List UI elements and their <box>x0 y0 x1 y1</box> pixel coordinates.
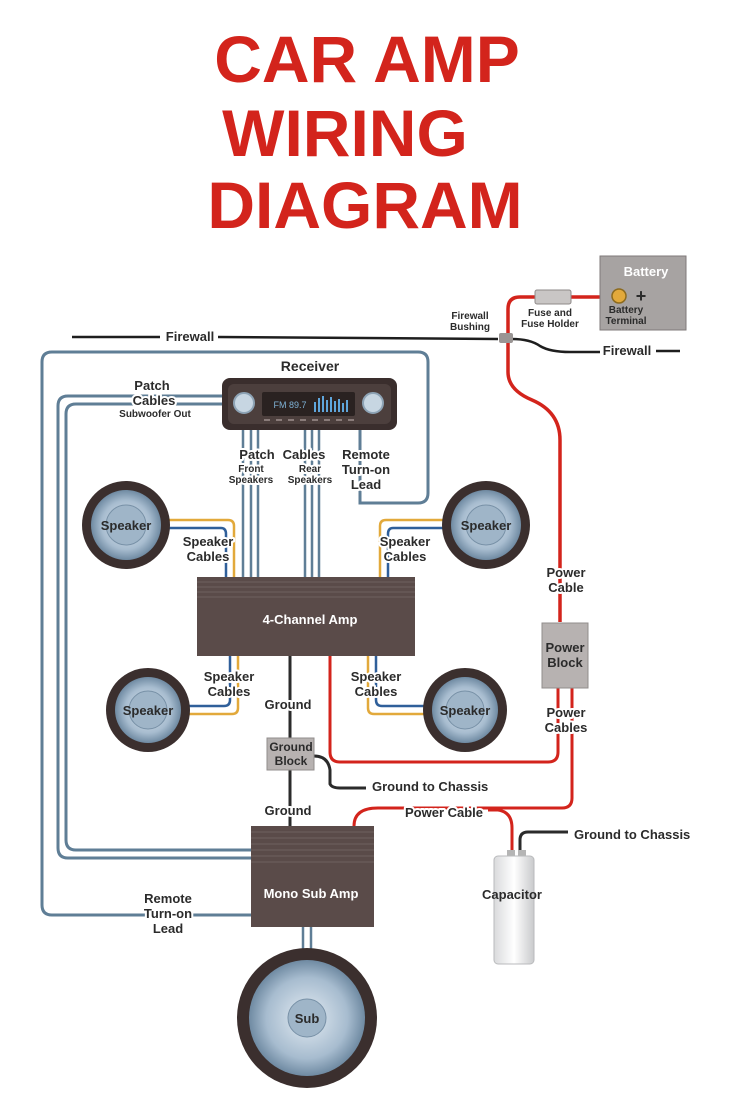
speaker-cables-tl-label-1: Speaker <box>183 534 234 549</box>
title-line-3: DIAGRAM <box>207 168 522 242</box>
remote-turn-on-lead-wire <box>40 350 430 917</box>
four-channel-amp-label: 4-Channel Amp <box>263 612 358 627</box>
sub-speaker-wires <box>301 927 313 950</box>
rear-speakers-label-1: Rear <box>299 464 321 475</box>
battery-terminal-icon <box>611 288 627 304</box>
speaker-label: Speaker <box>123 703 174 718</box>
ground-block-label-2: Block <box>275 754 308 768</box>
capacitor-ground-wire <box>518 830 568 855</box>
patch-cables-top-label-1: Patch <box>134 378 169 393</box>
fuse-label-1: Fuse and <box>528 308 572 319</box>
title-line-1: CAR AMP <box>214 22 520 96</box>
speaker-cables-bl-label-2: Cables <box>208 684 251 699</box>
speaker-cables-top-left <box>168 518 236 578</box>
fuse-holder: Fuse and Fuse Holder <box>521 289 579 330</box>
patch-cables-top-label-3: Subwoofer Out <box>119 409 191 420</box>
speaker-cables-bottom-right <box>366 656 428 716</box>
four-channel-amp: 4-Channel Amp <box>197 577 415 656</box>
ground-block-label-1: Ground <box>269 740 312 754</box>
capacitor-label: Capacitor <box>482 887 542 902</box>
ground-label-top: Ground <box>265 697 312 712</box>
battery: Battery + Battery Terminal <box>599 255 687 331</box>
power-block-label-1: Power <box>545 640 584 655</box>
power-cables-label-1: Power <box>546 705 585 720</box>
firewall-line <box>72 335 680 354</box>
power-block: Power Block <box>541 622 589 689</box>
firewall-label-right: Firewall <box>603 343 651 358</box>
firewall-bushing-label-2: Bushing <box>450 322 490 333</box>
remote-lead-top-label-1: Remote <box>342 447 390 462</box>
power-cables-label-2: Cables <box>545 720 588 735</box>
speaker-cables-top-right <box>378 518 447 578</box>
speaker-cables-br-label-2: Cables <box>355 684 398 699</box>
power-block-label-2: Block <box>547 655 583 670</box>
power-cable-bottom-label: Power Cable <box>405 805 483 820</box>
patch-cables-front-rear <box>241 430 321 578</box>
power-cable-top-label-2: Cable <box>548 580 583 595</box>
power-cables-to-amps <box>328 656 574 855</box>
front-speakers-label-1: Front <box>238 464 264 475</box>
speaker-cables-bottom-left <box>185 656 240 716</box>
patch-cables-mid-label-1: Patch <box>239 447 274 462</box>
speaker-bottom-left: Speaker <box>106 668 190 752</box>
power-cable-main <box>506 295 600 622</box>
speaker-cables-tl-label-2: Cables <box>187 549 230 564</box>
receiver-knob-left-icon <box>233 392 255 414</box>
patch-cables-mid-label-2: Cables <box>283 447 326 462</box>
speaker-cables-bl-label-1: Speaker <box>204 669 255 684</box>
firewall-label-left: Firewall <box>166 329 214 344</box>
rear-speakers-label-2: Speakers <box>288 475 333 486</box>
sub-label: Sub <box>295 1011 320 1026</box>
receiver: FM 89.7 <box>222 378 397 430</box>
power-cable-top-label-1: Power <box>546 565 585 580</box>
speaker-cables-tr-label-2: Cables <box>384 549 427 564</box>
subwoofer: Sub <box>237 948 377 1088</box>
battery-label: Battery <box>624 264 670 279</box>
firewall-bushing <box>499 333 513 343</box>
battery-plus: + <box>636 286 647 306</box>
speaker-cables-br-label-1: Speaker <box>351 669 402 684</box>
remote-lead-top-label-2: Turn-on <box>342 462 390 477</box>
speaker-label: Speaker <box>461 518 512 533</box>
speaker-cables-tr-label-1: Speaker <box>380 534 431 549</box>
front-speakers-label-2: Speakers <box>229 475 274 486</box>
mono-sub-amp-label: Mono Sub Amp <box>264 886 359 901</box>
ground-block: Ground Block <box>266 737 315 771</box>
title-line-2: WIRING <box>222 96 468 170</box>
remote-lead-bottom-label-1: Remote <box>144 891 192 906</box>
ground-wires <box>288 656 366 826</box>
ground-to-chassis-label-right: Ground to Chassis <box>574 827 690 842</box>
battery-terminal-label-1: Battery <box>609 305 644 316</box>
patch-cables-subwoofer <box>56 394 252 860</box>
receiver-knob-right-icon <box>362 392 384 414</box>
receiver-label: Receiver <box>281 358 340 374</box>
equalizer-icon <box>314 396 348 412</box>
remote-lead-bottom-label-2: Turn-on <box>144 906 192 921</box>
speaker-bottom-right: Speaker <box>423 668 507 752</box>
patch-cables-top-label-2: Cables <box>133 393 176 408</box>
firewall-bushing-label-1: Firewall <box>451 311 488 322</box>
speaker-label: Speaker <box>440 703 491 718</box>
speaker-top-right: Speaker <box>442 481 530 569</box>
remote-lead-bottom-label-3: Lead <box>153 921 183 936</box>
speaker-label: Speaker <box>101 518 152 533</box>
battery-terminal-label-2: Terminal <box>606 316 647 327</box>
mono-sub-amp: Mono Sub Amp <box>251 826 374 927</box>
remote-lead-top-label-3: Lead <box>351 477 381 492</box>
capacitor: Capacitor <box>482 850 542 965</box>
speaker-top-left: Speaker <box>82 481 170 569</box>
ground-label-bottom: Ground <box>265 803 312 818</box>
receiver-display: FM 89.7 <box>273 400 306 410</box>
fuse-label-2: Fuse Holder <box>521 319 579 330</box>
ground-to-chassis-label-left: Ground to Chassis <box>372 779 488 794</box>
